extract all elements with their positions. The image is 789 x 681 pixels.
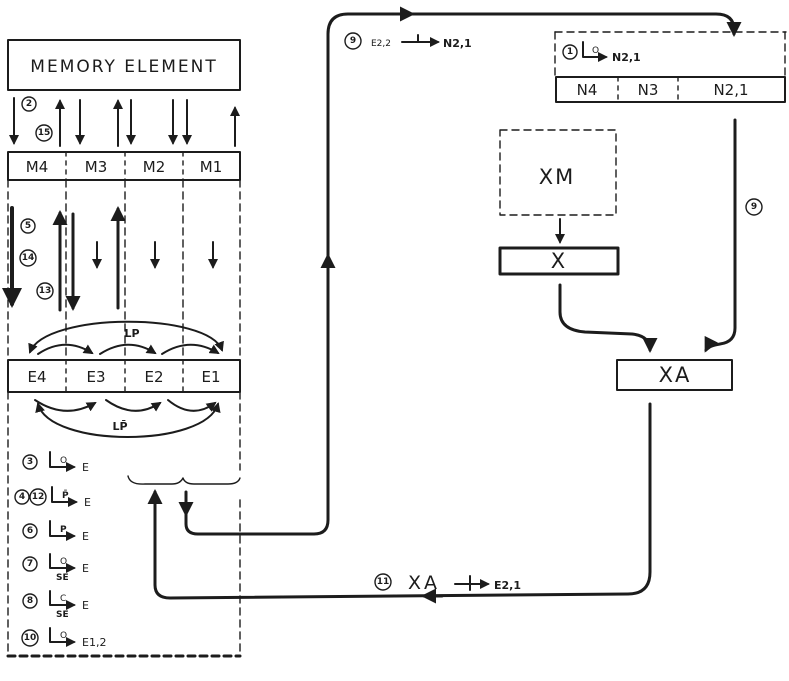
step-number: 1 [567, 47, 573, 57]
operation-symbol: P [60, 525, 67, 535]
step-badge: 8 [22, 593, 38, 609]
step-number: 4 [19, 492, 25, 502]
e-cell: E4 [27, 368, 46, 386]
x-register: X [498, 246, 620, 276]
operation-target: E [84, 496, 91, 509]
operation-item: 8 C SE E [22, 590, 89, 620]
n-region: 1 O N2,1 [554, 31, 787, 78]
transfer-source: E2,2 [371, 39, 391, 49]
step-number: 3 [27, 457, 33, 467]
n-to-xa-path: 9 [704, 118, 763, 353]
operation-symbol: O [60, 631, 67, 641]
e-cell: E1 [201, 368, 220, 386]
step-badge: 1 [562, 44, 578, 60]
operation-subscript: SE [56, 573, 69, 583]
m-cell: M1 [200, 158, 223, 176]
step-badge: 7 [22, 556, 38, 572]
lower-shift-arcs: LP̄ [34, 399, 221, 438]
step-number: 14 [22, 253, 35, 263]
step-number: 6 [27, 526, 33, 536]
operation-list-frame [6, 391, 242, 658]
step-number: 13 [39, 286, 52, 296]
step-number: 15 [38, 128, 51, 138]
step-number: 12 [32, 492, 45, 502]
step-number: 9 [350, 36, 356, 46]
step-number: 10 [24, 633, 37, 643]
xm-box: XM [499, 129, 617, 216]
step-badge: 13 [36, 282, 54, 300]
step-number: 9 [751, 202, 757, 212]
xa-to-e-transfer-path [147, 402, 652, 604]
operation-target: E [82, 461, 89, 474]
step-number: 7 [27, 559, 33, 569]
transfer-target: E2,1 [494, 579, 521, 592]
operation-symbol: O [60, 456, 67, 466]
operation-item: 6 P E [22, 520, 89, 543]
n-cell: N4 [577, 81, 598, 99]
memory-element-box: MEMORY ELEMENT [7, 39, 241, 91]
step-badge: 6 [22, 523, 38, 539]
m-cell: M2 [143, 158, 166, 176]
operation-symbol: C [60, 594, 66, 604]
operation-subscript: SE [56, 610, 69, 620]
e-cell: E2 [144, 368, 163, 386]
step-badge: 2 [21, 96, 37, 112]
step-number: 2 [26, 99, 32, 109]
n-cell: N2,1 [713, 81, 748, 99]
upper-arc-label: LP [124, 327, 139, 340]
xa-register: XA [616, 359, 733, 391]
step-badge: 3 [22, 454, 38, 470]
transfer-source: XA [408, 572, 440, 594]
operation-target: E [82, 599, 89, 612]
memory-element-title: MEMORY ELEMENT [30, 57, 217, 77]
step-badge: 5 [20, 218, 36, 234]
step-badge: 12 [29, 488, 47, 506]
lower-arc-label: LP̄ [112, 420, 127, 433]
operation-item: 7 O SE E [22, 553, 89, 583]
step-number: 5 [25, 221, 31, 231]
x-label: X [551, 249, 567, 273]
step-number: 11 [377, 577, 390, 587]
upper-shift-arcs: LP [28, 320, 224, 355]
operation-symbol: P̄ [62, 489, 69, 501]
step-badge: 9 [745, 198, 763, 216]
step-badge: 4 [14, 489, 30, 505]
operation-item: 4 12 P̄ E [14, 486, 91, 509]
operation-item: 3 O E [22, 451, 89, 474]
step-badge: 9 [344, 32, 362, 50]
operations-brace [127, 475, 241, 485]
e-cell: E3 [86, 368, 105, 386]
operation-symbol: O [60, 557, 67, 567]
step-badge: 10 [21, 629, 39, 647]
m-e-row-arrows: 5 14 13 [2, 206, 218, 312]
operation-list: 3 O E 4 12 P̄ E 6 P [14, 451, 106, 649]
transfer-bottom-label: 11 XA E2,1 [374, 572, 521, 594]
transfer-target: N2,1 [443, 37, 472, 50]
n-cell: N3 [638, 81, 659, 99]
e-register-row: E4 E3 E2 E1 [7, 359, 241, 393]
m-cell: M3 [85, 158, 108, 176]
m-cell: M4 [26, 158, 49, 176]
operation-target: E [82, 530, 89, 543]
operation-target: N2,1 [612, 51, 641, 64]
step-badge: 11 [374, 573, 392, 591]
e-to-n-transfer-path [178, 6, 742, 536]
transfer-top-label: 9 E2,2 N2,1 [344, 32, 472, 50]
step-number: 8 [27, 596, 33, 606]
xm-label: XM [539, 165, 576, 189]
step-badge: 15 [35, 124, 53, 142]
m-register-row: M4 M3 M2 M1 [7, 151, 241, 181]
operation-target: E1,2 [82, 636, 106, 649]
operation-target: E [82, 562, 89, 575]
memory-m-row-arrows: 2 15 [9, 96, 240, 147]
step-badge: 14 [19, 249, 37, 267]
x-to-xa-path [558, 283, 658, 353]
n-register-row: N4 N3 N2,1 [555, 76, 786, 103]
xa-label: XA [659, 363, 692, 387]
operation-symbol: O [592, 46, 599, 56]
operation-item: 10 O E1,2 [21, 627, 106, 649]
